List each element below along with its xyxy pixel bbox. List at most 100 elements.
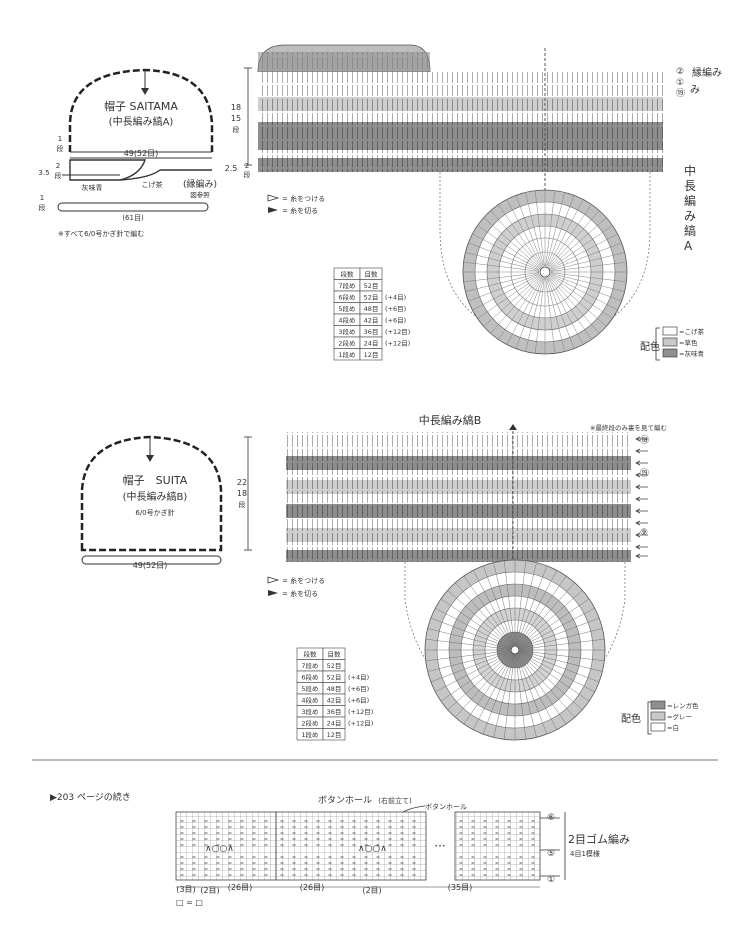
stitch-spoke	[547, 277, 584, 345]
stitch-spoke	[425, 650, 511, 662]
legend-b: 配色 =レンガ色=グレー=白	[621, 700, 699, 735]
stitch-spoke	[525, 192, 544, 267]
buttonhole-title-note: (右前立て)	[378, 796, 412, 805]
stitch-spoke	[518, 598, 590, 648]
legend-a-label: 配色	[640, 340, 660, 353]
table-cell-text: 2段め	[338, 339, 355, 348]
stitch-spoke	[447, 590, 512, 647]
rib-marker-1: ⑤	[547, 849, 555, 859]
stitch-spoke	[519, 651, 600, 683]
stitch-spoke	[548, 276, 600, 334]
saitama-brim-ref: 図参照	[190, 190, 210, 199]
table-cell-text: 42目	[364, 317, 379, 325]
stitch-spoke	[465, 252, 540, 271]
stitch-spoke	[517, 653, 567, 725]
buttonhole-section: ▶203 ページの続き ボタンホール (右前立て) ボタンホール ··· ∧○○…	[50, 791, 630, 907]
row-arrow-head	[635, 448, 641, 454]
stitch-spoke	[463, 261, 540, 272]
rib-note: 4目1模様	[570, 849, 600, 858]
table-cell-text: 12目	[327, 731, 342, 739]
suita-dim-dan: 段	[239, 500, 246, 509]
table-cell-text: 42目	[327, 697, 342, 705]
table-cell-text: 4段め	[338, 316, 355, 325]
stitch-spoke	[518, 582, 575, 647]
table-cell-text: 段数	[304, 650, 318, 659]
suita-marker-0: ⑱	[640, 435, 649, 446]
stitch-spoke	[498, 204, 542, 268]
stitch-spoke	[519, 607, 595, 648]
saitama-pattern-main-4: 縞	[684, 223, 696, 238]
legend-item-label: =灰味青	[679, 349, 704, 358]
saitama-subtitle: (中長編み縞A)	[109, 115, 174, 128]
rib-marker-0: ⑥	[547, 813, 555, 823]
stitch-spoke	[425, 638, 511, 650]
table-cell-text: 1段め	[301, 730, 318, 739]
row-arrow-head	[635, 484, 641, 490]
left-dim-3: 2	[56, 162, 60, 170]
saitama-pattern-main-2: 編	[684, 193, 696, 208]
table-cell-text: 目数	[328, 650, 342, 659]
stitch-spoke	[550, 252, 625, 271]
suita-hat-schematic: 帽子 SUITA (中長編み縞B) 6/0号かぎ針 49(52目) 22 18 …	[80, 435, 252, 570]
saitama-brim-label: (縁編み)	[183, 178, 217, 190]
saitama-hat-schematic: 帽子 SAITAMA (中長編み縞A) 49(52目) 灰味青 こげ茶 (縁編み…	[38, 68, 217, 238]
table-cell-text: 段数	[341, 270, 355, 279]
stitch-spoke	[534, 190, 545, 267]
table-cell-text: 6段め	[301, 673, 318, 682]
stitch-spoke	[519, 617, 600, 649]
stitch-spoke	[472, 233, 540, 270]
legend-item-label: =草色	[679, 338, 698, 347]
left-dim-6: 段	[39, 203, 46, 212]
stitch-spoke	[545, 190, 556, 267]
stitch-spoke	[546, 277, 565, 352]
continue-note: ▶203 ページの続き	[50, 791, 131, 803]
row-arrow-head	[635, 436, 641, 442]
stitch-spoke	[518, 590, 583, 647]
stitch-spoke	[463, 653, 513, 725]
symbol-note: □ = □	[176, 898, 203, 907]
symbol-cut-b: = 糸を切る	[282, 589, 318, 598]
left-dim-1: 段	[57, 144, 64, 153]
saitama-pattern-top: 縁編み	[692, 66, 722, 79]
stitch-spoke	[546, 195, 575, 267]
stitch-spoke	[525, 277, 544, 352]
stitch-spoke	[435, 652, 511, 693]
stitch-spoke	[550, 274, 618, 311]
stitch-spoke	[517, 570, 558, 646]
stitch-spoke	[549, 217, 607, 269]
table-cell-text: 48目	[327, 685, 342, 693]
table-cell	[359, 348, 383, 361]
suita-hook: 6/0号かぎ針	[135, 508, 174, 517]
stitch-spoke	[517, 654, 558, 730]
stitch-spoke	[483, 275, 541, 327]
stitch-spoke	[472, 570, 513, 646]
stitch-spoke	[515, 560, 527, 646]
stitch-spoke	[548, 204, 592, 268]
table-cell-text: 3段め	[301, 707, 318, 716]
suita-pattern-note: ※最終段のみ裏を見て編む	[590, 423, 667, 432]
stitch-spoke	[490, 210, 542, 268]
saitama-pattern-main-1: 長	[684, 179, 696, 193]
suita-pattern-title: 中長編み縞B	[419, 413, 482, 427]
stitch-spoke	[503, 560, 515, 646]
stitch-spoke	[546, 277, 575, 349]
table-cell-text: 52目	[327, 662, 342, 670]
table-cell-text: 2段め	[301, 719, 318, 728]
saitama-dim-2: 2	[245, 162, 249, 170]
stitch-spoke	[440, 598, 512, 648]
saitama-pattern-top-mi: み	[690, 85, 700, 96]
saitama-dim-dan2: 段	[244, 170, 251, 179]
saitama-pattern-main-3: み	[684, 209, 696, 223]
rib-marker-2: ①	[547, 875, 555, 885]
suita-dim-22: 22	[237, 478, 247, 487]
stitch-spoke	[550, 272, 627, 283]
stitch-spoke	[490, 276, 542, 334]
legend-swatch	[650, 700, 666, 710]
stitch-spoke	[519, 628, 603, 650]
stitch-spoke	[482, 654, 514, 735]
saitama-note: ※すべて6/0号かぎ針で編む	[58, 229, 144, 238]
table-cell-text: 52目	[364, 282, 379, 290]
legend-item-label: =グレー	[667, 712, 692, 721]
saitama-pattern-main-5: A	[684, 239, 693, 253]
table-cell-text: 4段め	[301, 696, 318, 705]
